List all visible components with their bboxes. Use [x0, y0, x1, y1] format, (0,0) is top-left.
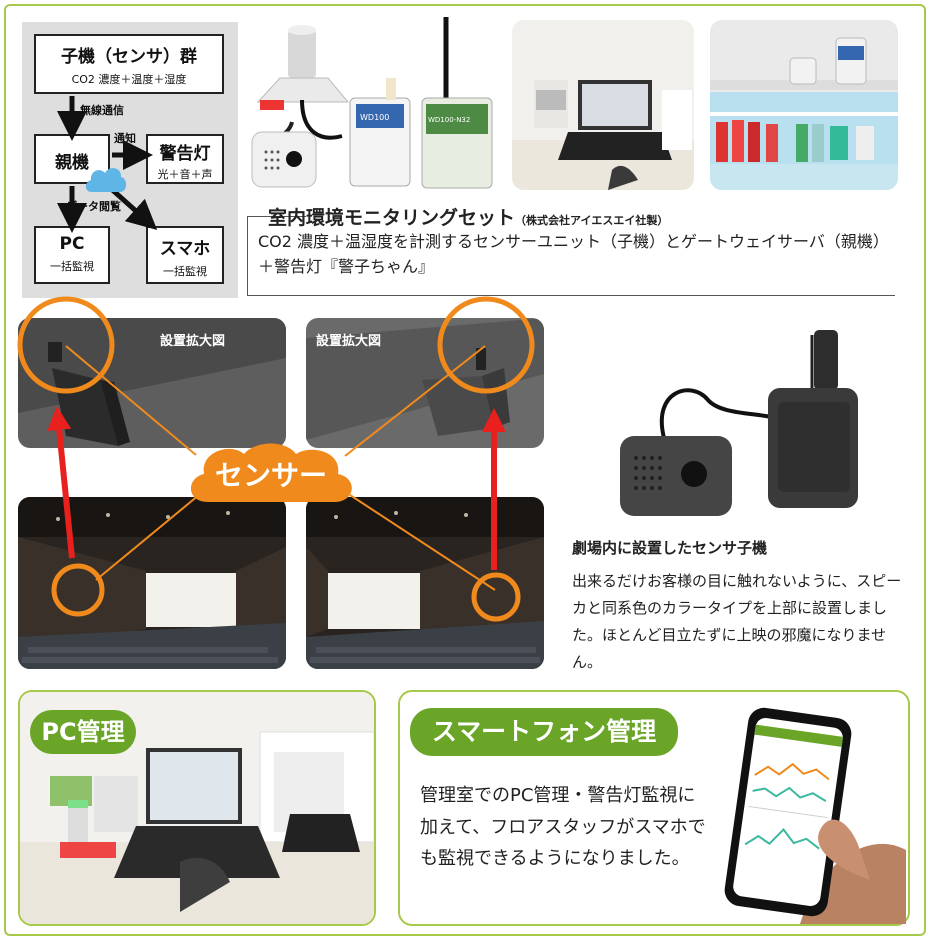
- photo-pc-desk: [512, 20, 694, 190]
- sensor-model-label: WD100-N32: [428, 116, 470, 124]
- callout-circle-theater-right: [471, 572, 521, 622]
- caption-maker: （株式会社アイエスエイ社製）: [515, 214, 669, 227]
- pc-management-label: PC管理: [30, 710, 136, 754]
- system-diagram: 子機（センサ）群 CO2 濃度＋温度＋湿度 無線通信 親機 通知 警告灯 光＋音…: [22, 22, 238, 298]
- pc-box-title: PC: [59, 234, 85, 254]
- warning-lamp-sub: 光＋音＋声: [157, 168, 213, 181]
- gateway-model-label: WD100: [360, 113, 389, 122]
- caption-title-text: 室内環境モニタリングセット: [268, 207, 516, 229]
- product-photo-devices: WD100 WD100-N32: [250, 12, 500, 197]
- photo-sensor-device: [612, 330, 864, 525]
- photo-theater-right: [306, 497, 544, 669]
- enlarged-right-label: 設置拡大図: [316, 334, 382, 349]
- photo-smartphone-hand: [724, 707, 906, 924]
- phone-box-title: スマホ: [159, 239, 211, 259]
- photo-vending-machine: [710, 20, 898, 190]
- child-sensor-title: 子機（センサ）群: [61, 47, 197, 67]
- sensor-label: センサー: [214, 459, 327, 492]
- theater-sensor-title: 劇場内に設置したセンサ子機: [572, 539, 768, 557]
- caption-box-top-rule: [248, 216, 306, 217]
- warning-lamp-box: 警告灯 光＋音＋声: [146, 134, 224, 184]
- theater-sensor-body: 出来るだけお客様の目に触れないように、スピーカと同系色のカラータイプを上部に設置…: [572, 572, 902, 671]
- callout-circle-enlarged-left: [17, 296, 115, 394]
- red-arrow-left: [47, 406, 75, 559]
- caption-box: CO2 濃度＋温湿度を計測するセンサーユニット（子機）とゲートウェイサーバ（親機…: [247, 216, 895, 296]
- pc-box: PC 一括監視: [34, 226, 110, 284]
- wireless-label: 無線通信: [80, 104, 124, 117]
- cloud-icon: [85, 168, 127, 192]
- pc-box-sub: 一括監視: [50, 260, 94, 273]
- sensor-cloud-shape: [190, 443, 352, 502]
- phone-box: スマホ 一括監視: [146, 226, 224, 284]
- smartphone-management-body: 管理室でのPC管理・警告灯監視に加えて、フロアスタッフがスマホでも監視できるよう…: [420, 785, 706, 869]
- pc-management-panel: PC管理: [18, 690, 376, 926]
- sensor-label-cloud: センサー: [186, 440, 356, 504]
- child-sensor-sub: CO2 濃度＋温度＋湿度: [71, 73, 187, 86]
- enlarged-left-label: 設置拡大図: [160, 334, 226, 349]
- caption-body: CO2 濃度＋温湿度を計測するセンサーユニット（子機）とゲートウェイサーバ（親機…: [258, 232, 881, 276]
- smartphone-management-label: スマートフォン管理: [410, 708, 678, 756]
- warning-lamp-title: 警告灯: [159, 144, 211, 164]
- phone-box-sub: 一括監視: [163, 265, 207, 278]
- callout-circle-theater-left: [51, 563, 105, 617]
- callout-circle-enlarged-right: [437, 296, 535, 394]
- caption-title: 室内環境モニタリングセット（株式会社アイエスエイ社製）: [268, 203, 668, 230]
- parent-title: 親機: [55, 153, 89, 173]
- page-frame: [4, 4, 926, 936]
- child-sensor-box: 子機（センサ）群 CO2 濃度＋温度＋湿度: [34, 34, 224, 94]
